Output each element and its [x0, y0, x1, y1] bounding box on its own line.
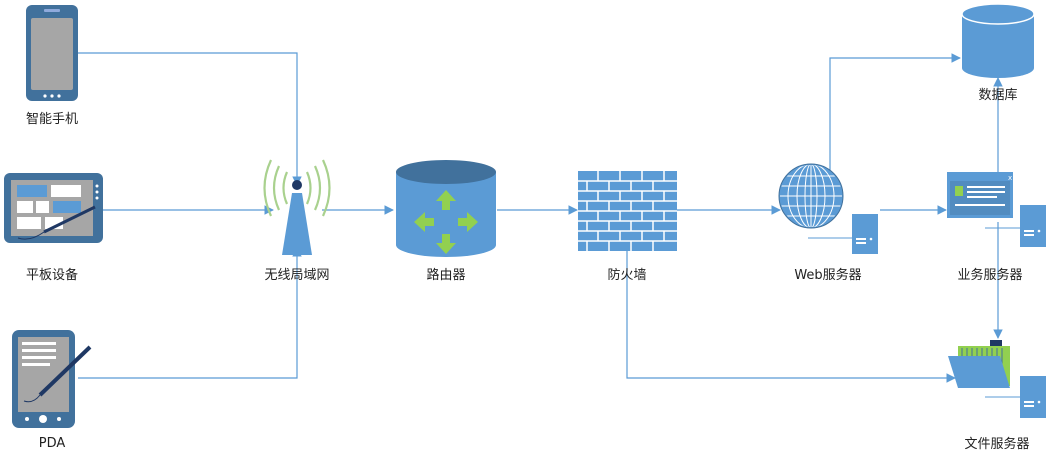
router-label: 路由器 [426, 267, 465, 283]
router-icon [396, 160, 496, 257]
app-server-label: 业务服务器 [957, 267, 1022, 283]
pda-label: PDA [39, 436, 66, 451]
app-server-node: x 业务服务器 [947, 172, 1046, 283]
firewall-node: 防火墙 [578, 171, 677, 283]
connector-webserver-database [829, 53, 961, 172]
globe-server-icon [778, 163, 878, 254]
database-node: 数据库 [961, 3, 1035, 103]
application-server-icon: x [947, 172, 1046, 247]
smartphone-node: 智能手机 [26, 5, 78, 127]
file-server-label: 文件服务器 [964, 436, 1029, 452]
smartphone-icon [26, 5, 78, 101]
connector-firewall-fileserver [626, 250, 956, 383]
web-server-node: Web服务器 [778, 163, 878, 283]
database-icon [961, 3, 1035, 78]
file-server-node: 文件服务器 [948, 340, 1046, 452]
tablet-icon [4, 173, 103, 243]
smartphone-label: 智能手机 [26, 112, 78, 127]
connector-smartphone-wlan [78, 52, 302, 186]
tablet-label: 平板设备 [26, 267, 78, 283]
tablet-node: 平板设备 [4, 173, 103, 283]
wlan-label: 无线局域网 [264, 268, 329, 283]
pda-icon [12, 330, 92, 428]
database-label: 数据库 [978, 87, 1017, 103]
web-server-label: Web服务器 [794, 267, 861, 283]
firewall-label: 防火墙 [607, 267, 646, 283]
firewall-icon [578, 171, 677, 251]
wlan-node: 无线局域网 [263, 159, 331, 283]
pda-node: PDA [12, 330, 92, 451]
folder-server-icon [948, 340, 1046, 418]
svg-text:x: x [1008, 174, 1012, 182]
router-node: 路由器 [396, 160, 496, 283]
connector-pda-wlan [78, 247, 302, 379]
wireless-antenna-icon [263, 159, 331, 255]
